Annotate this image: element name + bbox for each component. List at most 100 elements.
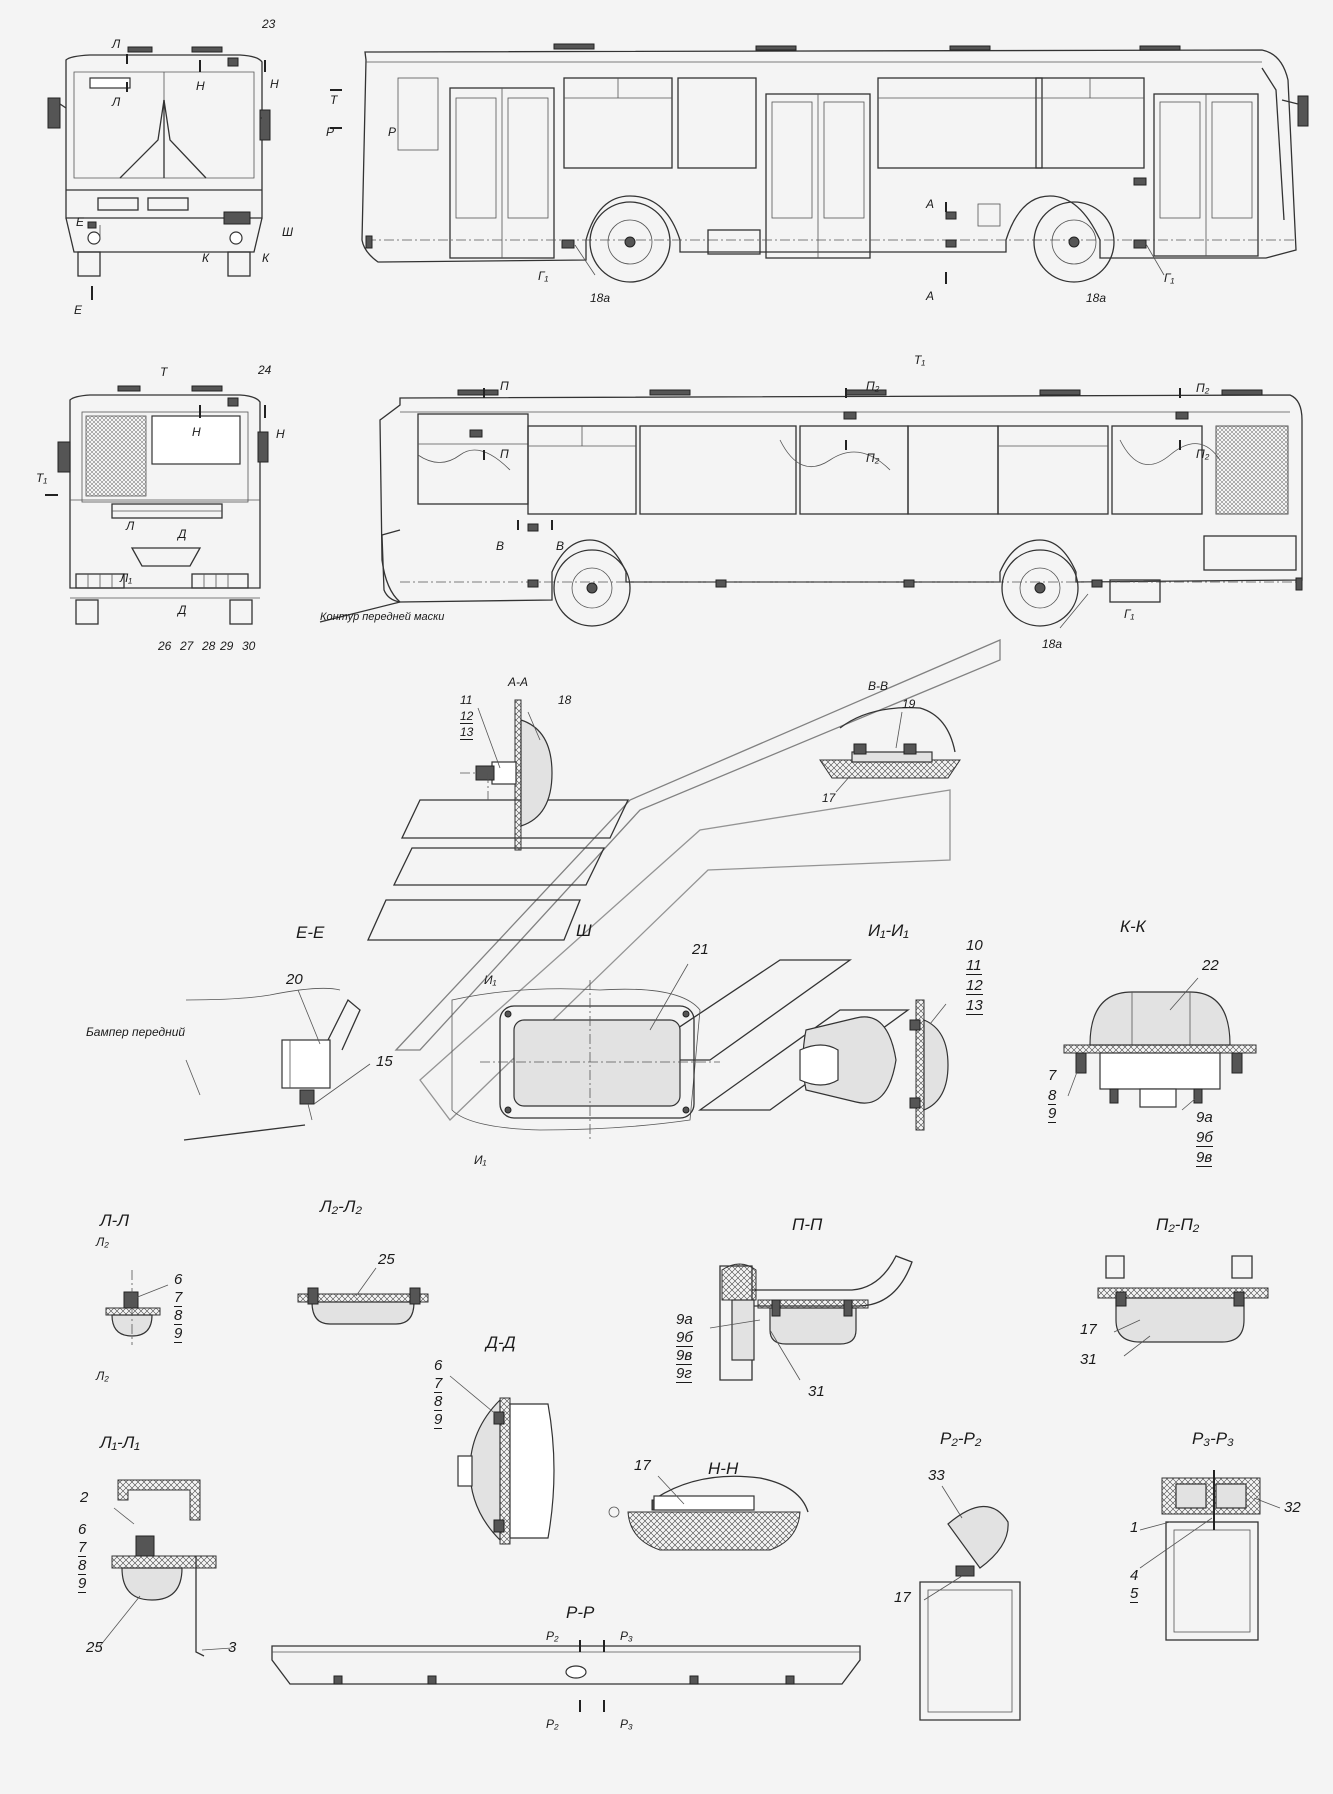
section-r-r — [271, 1506, 861, 1712]
marker-e-bottom: Е — [74, 303, 83, 317]
callout-17-h: 17 — [634, 1457, 651, 1474]
callout-3: 3 — [228, 1639, 237, 1656]
callout-27: 27 — [180, 639, 194, 653]
section-i1-i1 — [799, 999, 949, 1131]
title-r3-r3: Р₃-Р₃ — [1192, 1429, 1234, 1448]
callout-17-bb: 17 — [822, 791, 836, 805]
marker-l-rear: Л — [126, 519, 135, 533]
section-sh — [451, 980, 720, 1140]
callout-6-l1: 6 — [78, 1521, 87, 1538]
marker-a-top: А — [926, 197, 935, 211]
callout-10: 10 — [966, 937, 983, 954]
callout-9v-p: 9в — [676, 1347, 693, 1365]
callout-13: 13 — [460, 725, 474, 740]
marker-r3-bottom: Р₃ — [620, 1717, 633, 1731]
marker-k-2: К — [262, 251, 270, 265]
marker-t1: Т₁ — [914, 353, 926, 367]
marker-p2-2: П₂ — [866, 451, 880, 465]
marker-i1-top: И₁ — [484, 973, 497, 987]
marker-l2-top: Л₂ — [96, 1235, 109, 1249]
title-p-p: П-П — [792, 1215, 823, 1234]
marker-l-bottom: Л — [112, 95, 121, 109]
callout-18a-1: 18а — [590, 291, 611, 305]
front-view — [47, 46, 271, 277]
marker-p2-3: П₂ — [1196, 381, 1210, 395]
callout-9v-k: 9в — [1196, 1149, 1213, 1167]
callout-19: 19 — [902, 697, 916, 711]
marker-n-1: Н — [196, 79, 205, 93]
callout-21: 21 — [692, 941, 709, 958]
marker-sh: Ш — [282, 225, 294, 239]
section-p2-p2 — [1097, 1255, 1269, 1343]
marker-r2-bottom: Р₂ — [546, 1717, 559, 1731]
section-n-n — [627, 1475, 809, 1551]
title-a-a: А-А — [508, 675, 529, 689]
section-v-v — [819, 707, 961, 779]
callout-18a-3: 18а — [1042, 637, 1063, 651]
section-a-a — [460, 699, 553, 851]
callout-7-l1: 7 — [78, 1539, 87, 1557]
callout-7-l: 7 — [174, 1289, 183, 1307]
callout-12b: 12 — [966, 977, 983, 995]
callout-9g-p: 9г — [676, 1365, 692, 1383]
callout-31-p2: 31 — [1080, 1351, 1097, 1368]
section-l1-l1 — [111, 1479, 217, 1657]
marker-r3-top: Р₃ — [620, 1629, 633, 1643]
callout-11: 11 — [460, 693, 473, 707]
section-l-l — [105, 1270, 161, 1345]
title-v-v: В-В — [868, 679, 889, 693]
section-l2-l2 — [297, 1287, 429, 1325]
title-l1-l1: Л₁-Л₁ — [100, 1433, 140, 1452]
callout-8-l1: 8 — [78, 1557, 87, 1575]
marker-t1-rear: Т₁ — [36, 471, 48, 485]
callout-12: 12 — [460, 709, 474, 724]
callout-22: 22 — [1202, 957, 1219, 974]
callout-11b: 11 — [966, 957, 982, 975]
marker-p2-4: П₂ — [1196, 447, 1210, 461]
marker-r2-top: Р₂ — [546, 1629, 559, 1643]
callout-17-r2: 17 — [894, 1589, 911, 1606]
marker-e-top: Е — [76, 215, 85, 229]
marker-k-1: К — [202, 251, 210, 265]
callout-33: 33 — [928, 1467, 945, 1484]
title-r2-r2: Р₂-Р₂ — [940, 1429, 982, 1448]
callout-24: 24 — [258, 363, 272, 377]
section-k-k — [1063, 991, 1257, 1108]
callout-6-d: 6 — [434, 1357, 443, 1374]
callout-2: 2 — [80, 1489, 89, 1506]
callout-32: 32 — [1284, 1499, 1301, 1516]
marker-g1-2: Г₁ — [1164, 271, 1175, 285]
section-cut-marks — [45, 54, 1181, 530]
callout-1: 1 — [1130, 1519, 1139, 1536]
callout-31-p: 31 — [808, 1383, 825, 1400]
marker-d-top: Д — [178, 527, 187, 541]
callout-8-d: 8 — [434, 1393, 443, 1411]
callout-28: 28 — [202, 639, 216, 653]
title-l-l: Л-Л — [100, 1211, 129, 1230]
section-d-d — [457, 1397, 555, 1545]
marker-t-rear: Т — [160, 365, 168, 379]
marker-p-top: П — [500, 379, 509, 393]
marker-a-bottom: А — [926, 289, 935, 303]
marker-n-2: Н — [270, 77, 279, 91]
section-e-e — [183, 987, 361, 1141]
marker-v-1: В — [496, 539, 505, 553]
callout-leaders — [99, 707, 1281, 1651]
marker-t: Т — [330, 93, 338, 107]
callout-25-l1: 25 — [86, 1639, 103, 1656]
callout-8-l: 8 — [174, 1307, 183, 1325]
marker-l1-rear: Л₁ — [120, 571, 133, 585]
marker-n-rear-2: Н — [276, 427, 285, 441]
marker-d-bottom: Д — [178, 603, 187, 617]
callout-23: 23 — [262, 17, 276, 31]
title-n-n: Н-Н — [708, 1459, 739, 1478]
right-side-view — [319, 389, 1303, 627]
title-e-e: Е-Е — [296, 923, 325, 942]
callout-30: 30 — [242, 639, 256, 653]
marker-g1-3: Г₁ — [1124, 607, 1135, 621]
callout-7-d: 7 — [434, 1375, 443, 1393]
marker-g1-1: Г₁ — [538, 269, 549, 283]
callout-9-l: 9 — [174, 1325, 183, 1343]
title-p2-p2: П₂-П₂ — [1156, 1215, 1200, 1234]
